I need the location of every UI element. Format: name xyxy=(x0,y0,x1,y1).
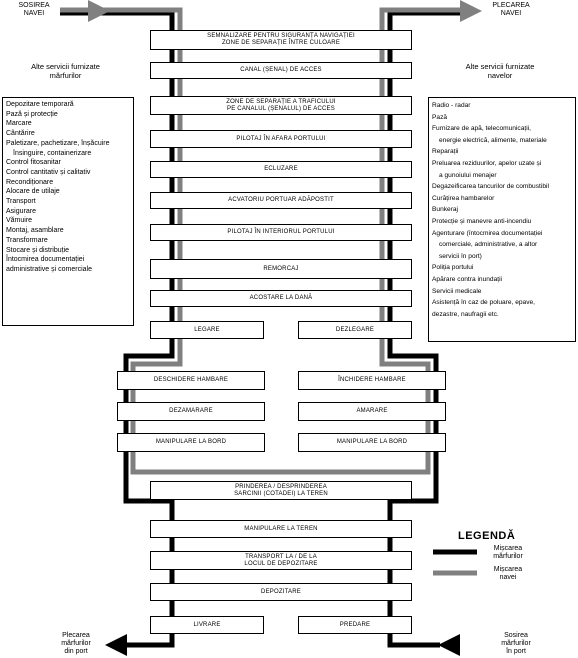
left-item: Control cantitativ și calitativ xyxy=(6,168,91,176)
left-item: administrative și comerciale xyxy=(6,265,92,273)
label-sosirea-navei: SOSIREA NAVEI xyxy=(18,2,50,17)
right-item: Preluarea reziduurilor, apelor uzate și xyxy=(432,159,542,167)
left-item: Întocmirea documentației xyxy=(6,256,85,264)
step-ecluzare: ECLUZARE xyxy=(150,161,412,178)
left-item: Montaj, asamblare xyxy=(6,227,64,235)
step-zone-separatie: ZONE DE SEPARAȚIE A TRAFICULUI PE CANALU… xyxy=(150,96,412,115)
step-livrare: LIVRARE xyxy=(150,616,264,634)
legend-label-nave: Mișcarea navei xyxy=(493,566,523,581)
legend-title: LEGENDĂ xyxy=(458,530,516,542)
right-services-panel: Radio - radar Pază Furnizare de apă, tel… xyxy=(428,97,576,342)
left-item: Pază și protecție xyxy=(6,110,58,118)
step-amarare: AMARARE xyxy=(298,402,446,421)
label-plecarea-marfurilor: Plecarea mărfurilor din port xyxy=(61,632,91,655)
step-acvatoriu: ACVATORIU PORTUAR ADĂPOSTIT xyxy=(150,192,412,209)
step-manipulare-bord-1: MANIPULARE LA BORD xyxy=(117,433,265,452)
right-item: Asistență în caz de poluare, epave, xyxy=(432,299,536,307)
step-semnalizare: SEMNALIZARE PENTRU SIGURANȚA NAVIGAȚIEI … xyxy=(150,30,412,50)
left-item: Paletizare, pachetizare, înșăcuire xyxy=(6,139,110,147)
arrow-sosirea-marfurilor xyxy=(438,634,460,656)
left-item: Asigurare xyxy=(6,207,36,215)
right-item: Protecție și manevre anti-incendiu xyxy=(432,217,532,225)
arrow-plecarea-navei xyxy=(460,0,482,22)
left-panel-title: Alte servicii furnizate mărfurilor xyxy=(31,62,100,80)
step-inchidere-hambare: ÎNCHIDERE HAMBARE xyxy=(298,371,446,390)
left-item: Vămuire xyxy=(6,217,33,225)
right-item: Servicii medicale xyxy=(432,287,482,295)
right-item: Agenturare (întocmirea documentației xyxy=(432,229,543,237)
step-manipulare-bord-2: MANIPULARE LA BORD xyxy=(298,433,446,452)
right-item: a gunoiului menajer xyxy=(439,171,497,179)
arrow-sosirea-navei xyxy=(88,0,110,22)
right-panel-title: Alte servicii furnizate navelor xyxy=(465,62,535,80)
left-services-panel: Depozitare temporară Pază și protecție M… xyxy=(2,97,134,326)
left-item: Transformare xyxy=(6,236,48,244)
right-item: dezastre, naufragii etc. xyxy=(432,310,499,318)
legend-label-marfuri: Mișcarea mărfurilor xyxy=(493,545,523,560)
left-item: însinguire, containerizare xyxy=(13,149,92,157)
right-item: Degazeificarea tancurilor de combustibil xyxy=(432,183,549,191)
right-item: Furnizare de apă, telecomunicații, xyxy=(432,125,531,133)
left-item: Transport xyxy=(6,198,36,206)
right-item: Bunkeraj xyxy=(432,206,459,214)
left-item: Recondiționare xyxy=(6,178,54,186)
right-item: Reparații xyxy=(432,148,459,156)
right-item: Poliția portului xyxy=(432,264,474,272)
right-item: Radio - radar xyxy=(432,102,471,109)
step-dezamarare: DEZAMARARE xyxy=(117,402,265,421)
ship-path xyxy=(60,7,465,475)
step-predare: PREDARE xyxy=(298,616,412,634)
step-pilotaj-afara: PILOTAJ ÎN AFARA PORTULUI xyxy=(150,130,412,148)
left-item: Marcare xyxy=(6,120,32,128)
right-item: Pază xyxy=(432,113,448,121)
right-item: Curățirea hambarelor xyxy=(432,194,495,202)
step-canal-acces: CANAL (ȘENAL) DE ACCES xyxy=(150,62,412,79)
arrow-plecarea-marfurilor xyxy=(105,634,127,656)
label-plecarea-navei: PLECAREA NAVEI xyxy=(492,2,530,17)
step-manipulare-teren: MANIPULARE LA TEREN xyxy=(150,520,412,538)
left-item: Cântărire xyxy=(6,130,35,138)
right-item: energie electrică, alimente, materiale xyxy=(439,136,547,144)
right-item: servicii în port) xyxy=(439,252,482,260)
step-deschidere-hambare: DESCHIDERE HAMBARE xyxy=(117,371,265,390)
step-prinderea-sarcinii: PRINDEREA / DESPRINDEREA SARCINII (COTAD… xyxy=(150,481,412,500)
left-item: Stocare și distribuție xyxy=(6,246,70,254)
step-depozitare: DEPOZITARE xyxy=(150,583,412,601)
step-acostare: ACOSTARE LA DANĂ xyxy=(150,290,412,307)
step-pilotaj-interior: PILOTAJ ÎN INTERIORUL PORTULUI xyxy=(150,224,412,241)
step-transport-depozitare: TRANSPORT LA / DE LA LOCUL DE DEPOZITARE xyxy=(150,551,412,570)
step-remorcaj: REMORCAJ xyxy=(150,259,412,279)
left-item: Depozitare temporară xyxy=(6,101,74,108)
step-dezlegare: DEZLEGARE xyxy=(298,321,412,339)
label-sosirea-marfurilor: Sosirea mărfurilor în port xyxy=(501,632,531,655)
right-item: comerciale, administrative, a altor xyxy=(439,241,538,249)
right-item: Apărare contra inundații xyxy=(432,275,503,283)
left-item: Alocare de utilaje xyxy=(6,188,60,196)
step-legare: LEGARE xyxy=(150,321,264,339)
left-item: Control fitosanitar xyxy=(6,159,61,167)
